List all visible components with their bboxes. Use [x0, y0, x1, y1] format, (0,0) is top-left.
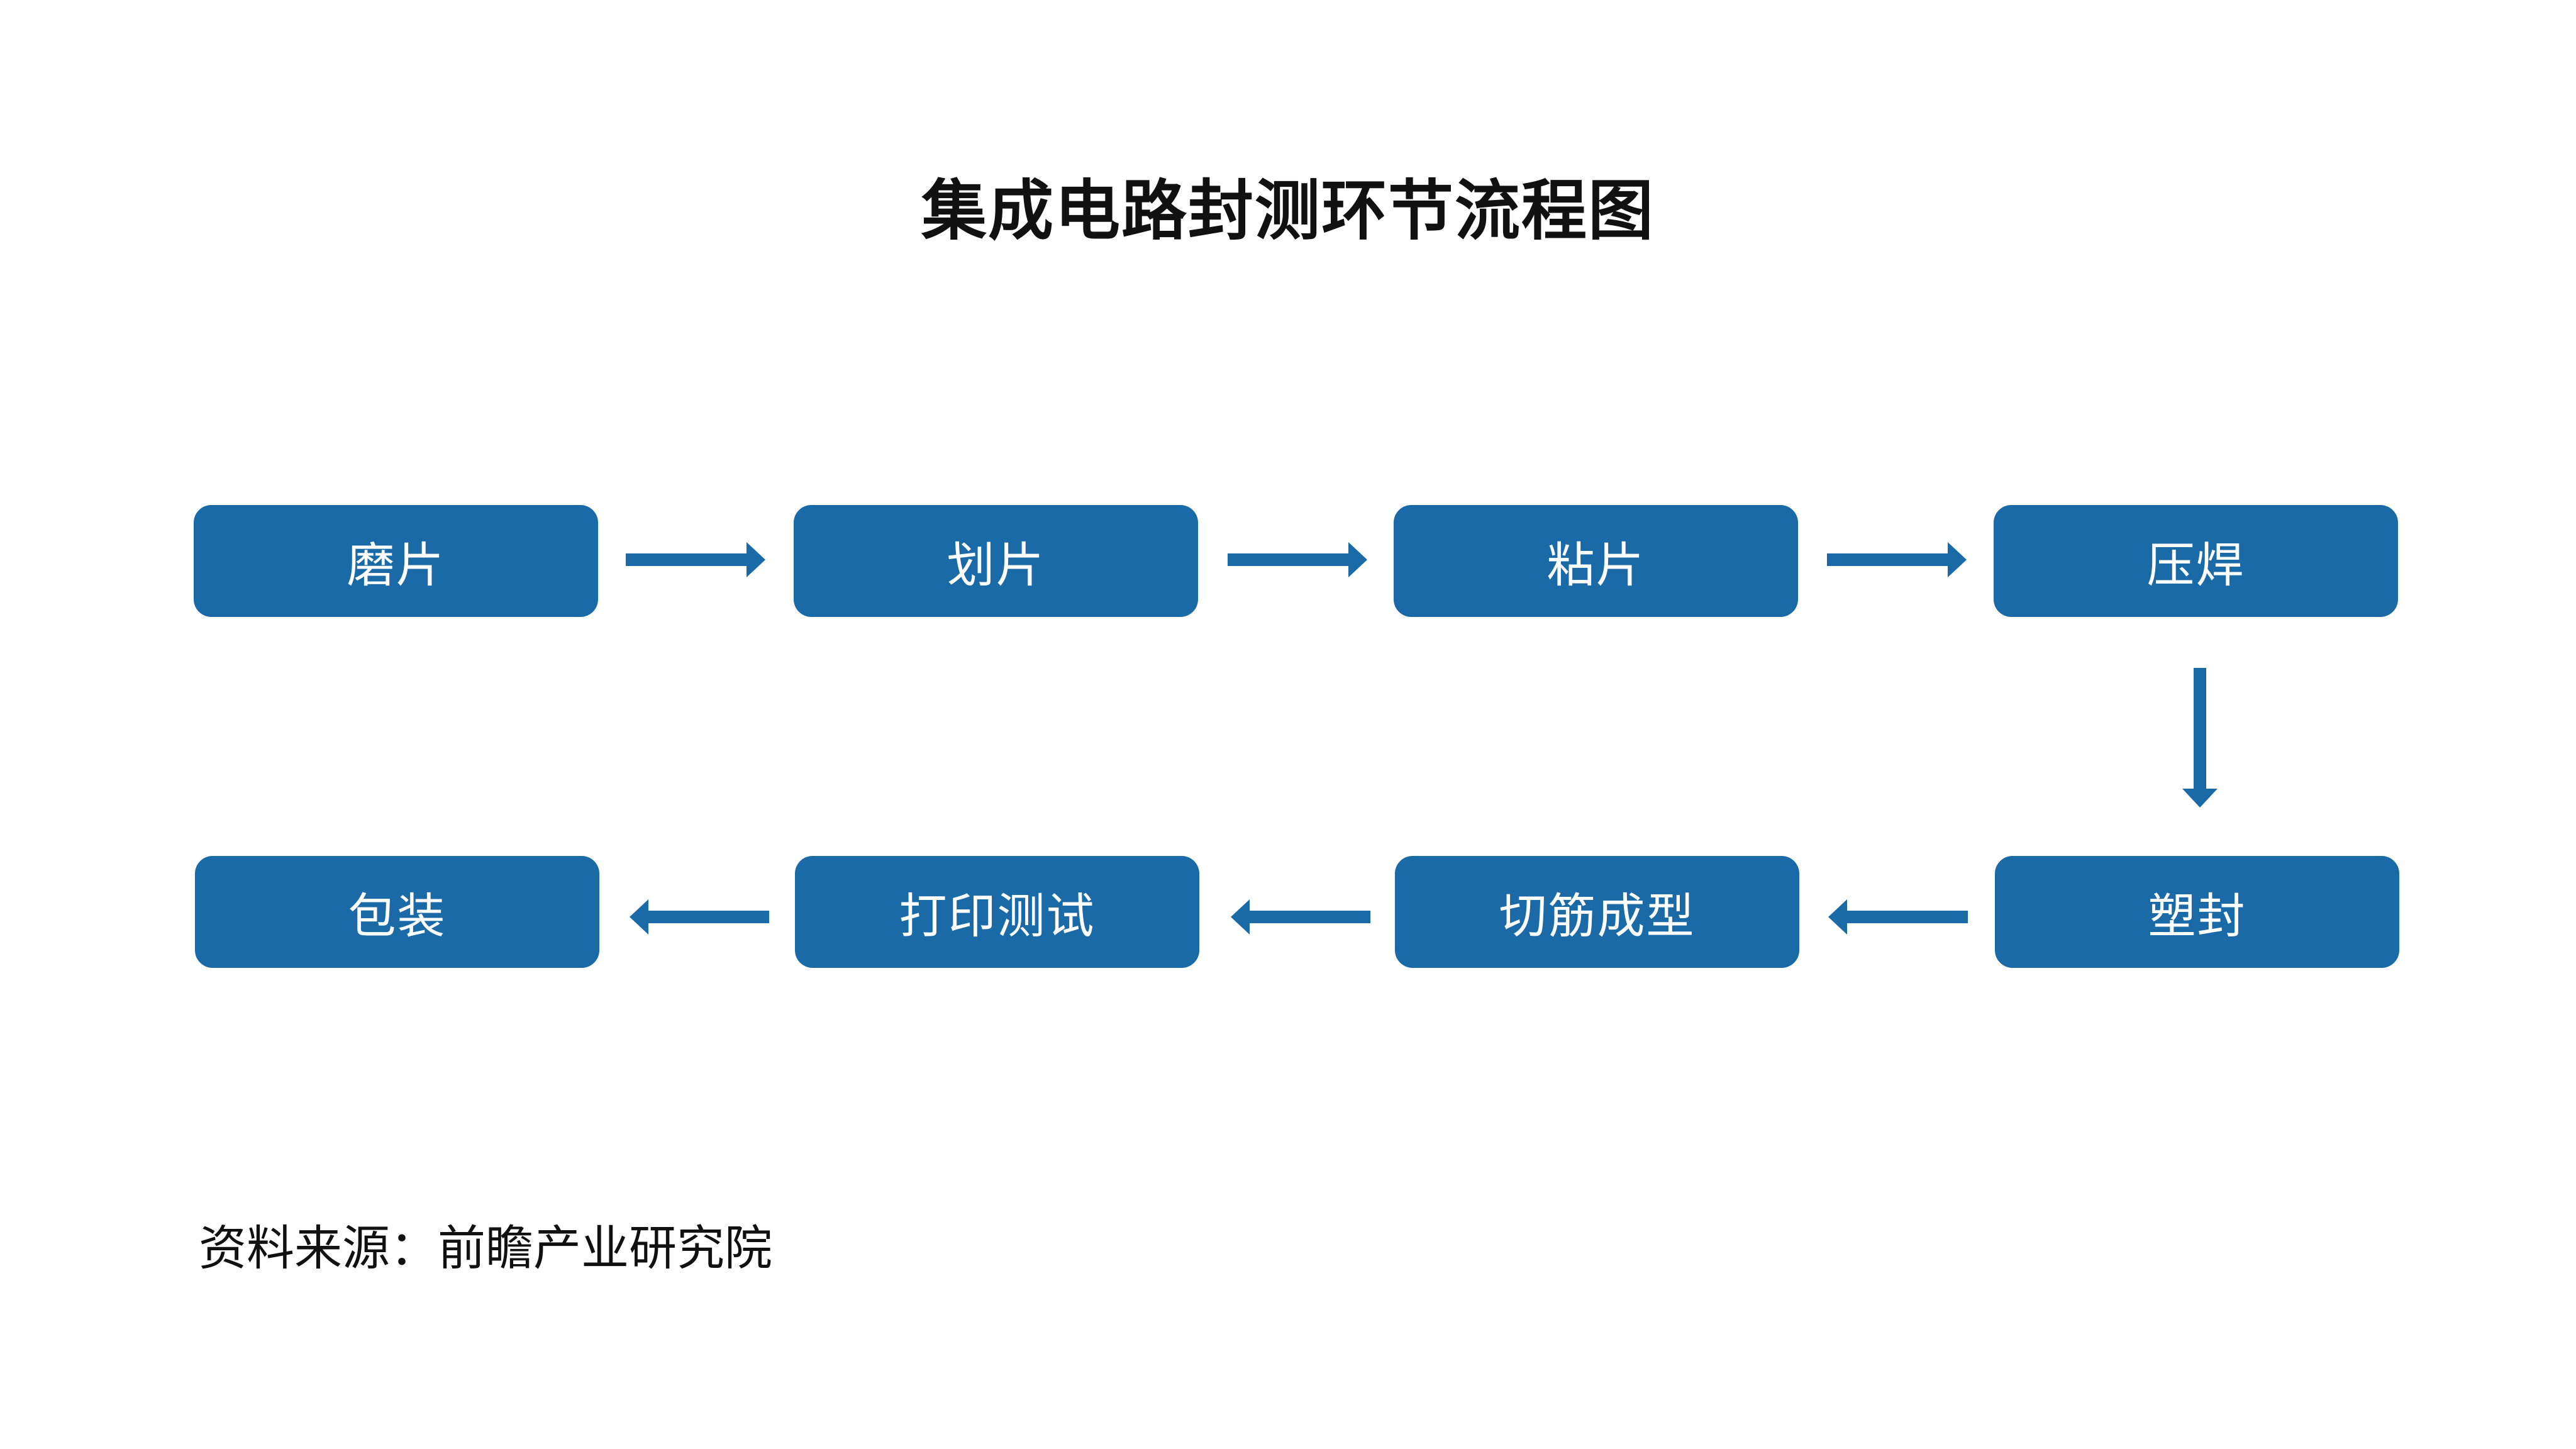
arrow-left-icon [1231, 899, 1370, 935]
step-packing-box: 包装 [195, 856, 599, 968]
arrow-right-icon [626, 542, 765, 577]
step-mark-test-box: 打印测试 [795, 856, 1199, 968]
step-label: 压焊 [2146, 537, 2245, 593]
step-wire-bonding-box: 压焊 [1994, 505, 2398, 617]
step-dicing-box: 划片 [794, 505, 1198, 617]
arrow-left-icon [1828, 899, 1968, 935]
step-label: 切筋成型 [1499, 888, 1696, 944]
arrow-right-icon [1228, 542, 1367, 577]
step-label: 打印测试 [899, 888, 1096, 944]
step-die-attach-box: 粘片 [1394, 505, 1798, 617]
arrow-down-icon [2182, 668, 2218, 808]
arrow-right-icon [1827, 542, 1967, 577]
step-label: 粘片 [1546, 537, 1645, 593]
step-label: 塑封 [2148, 888, 2246, 944]
diagram-title: 集成电路封测环节流程图 [921, 172, 1655, 249]
step-grinding-box: 磨片 [194, 505, 598, 617]
arrow-left-icon [630, 899, 769, 935]
step-label: 划片 [947, 537, 1045, 593]
step-trim-form-box: 切筋成型 [1395, 856, 1799, 968]
step-label: 包装 [348, 888, 447, 944]
source-note: 资料来源：前瞻产业研究院 [199, 1220, 772, 1276]
step-molding-box: 塑封 [1995, 856, 2399, 968]
step-label: 磨片 [347, 537, 445, 593]
